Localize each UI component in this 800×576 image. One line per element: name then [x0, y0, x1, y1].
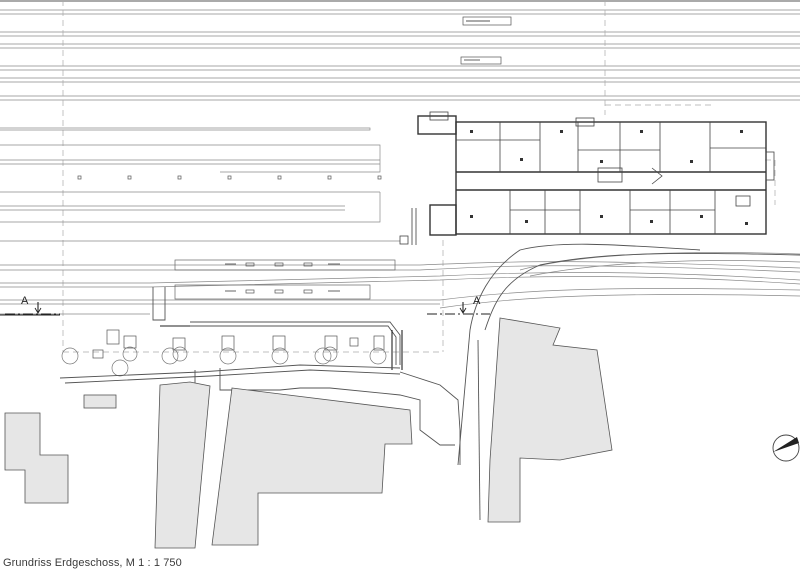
city-blocks [4, 317, 613, 549]
railway-tracks-upper [0, 0, 800, 101]
north-arrow-icon [772, 434, 800, 462]
section-marker-left: A [0, 295, 60, 316]
section-label-right: A [473, 295, 481, 307]
section-marker-right: A [427, 295, 490, 315]
drawing-caption: Grundriss Erdgeschoss, M 1 : 1 750 [3, 557, 182, 569]
platform-roofs [152, 259, 396, 327]
boundary-dashed [62, 0, 776, 353]
station-details [470, 130, 748, 225]
railway-tracks-lower [0, 252, 800, 315]
platforms [0, 127, 400, 242]
street-kiosks [92, 329, 385, 359]
station-building [399, 111, 775, 245]
trees [61, 346, 387, 377]
track-markers [460, 16, 512, 65]
ramp [190, 208, 417, 370]
section-label-left: A [21, 295, 29, 307]
column-grid [77, 175, 382, 180]
